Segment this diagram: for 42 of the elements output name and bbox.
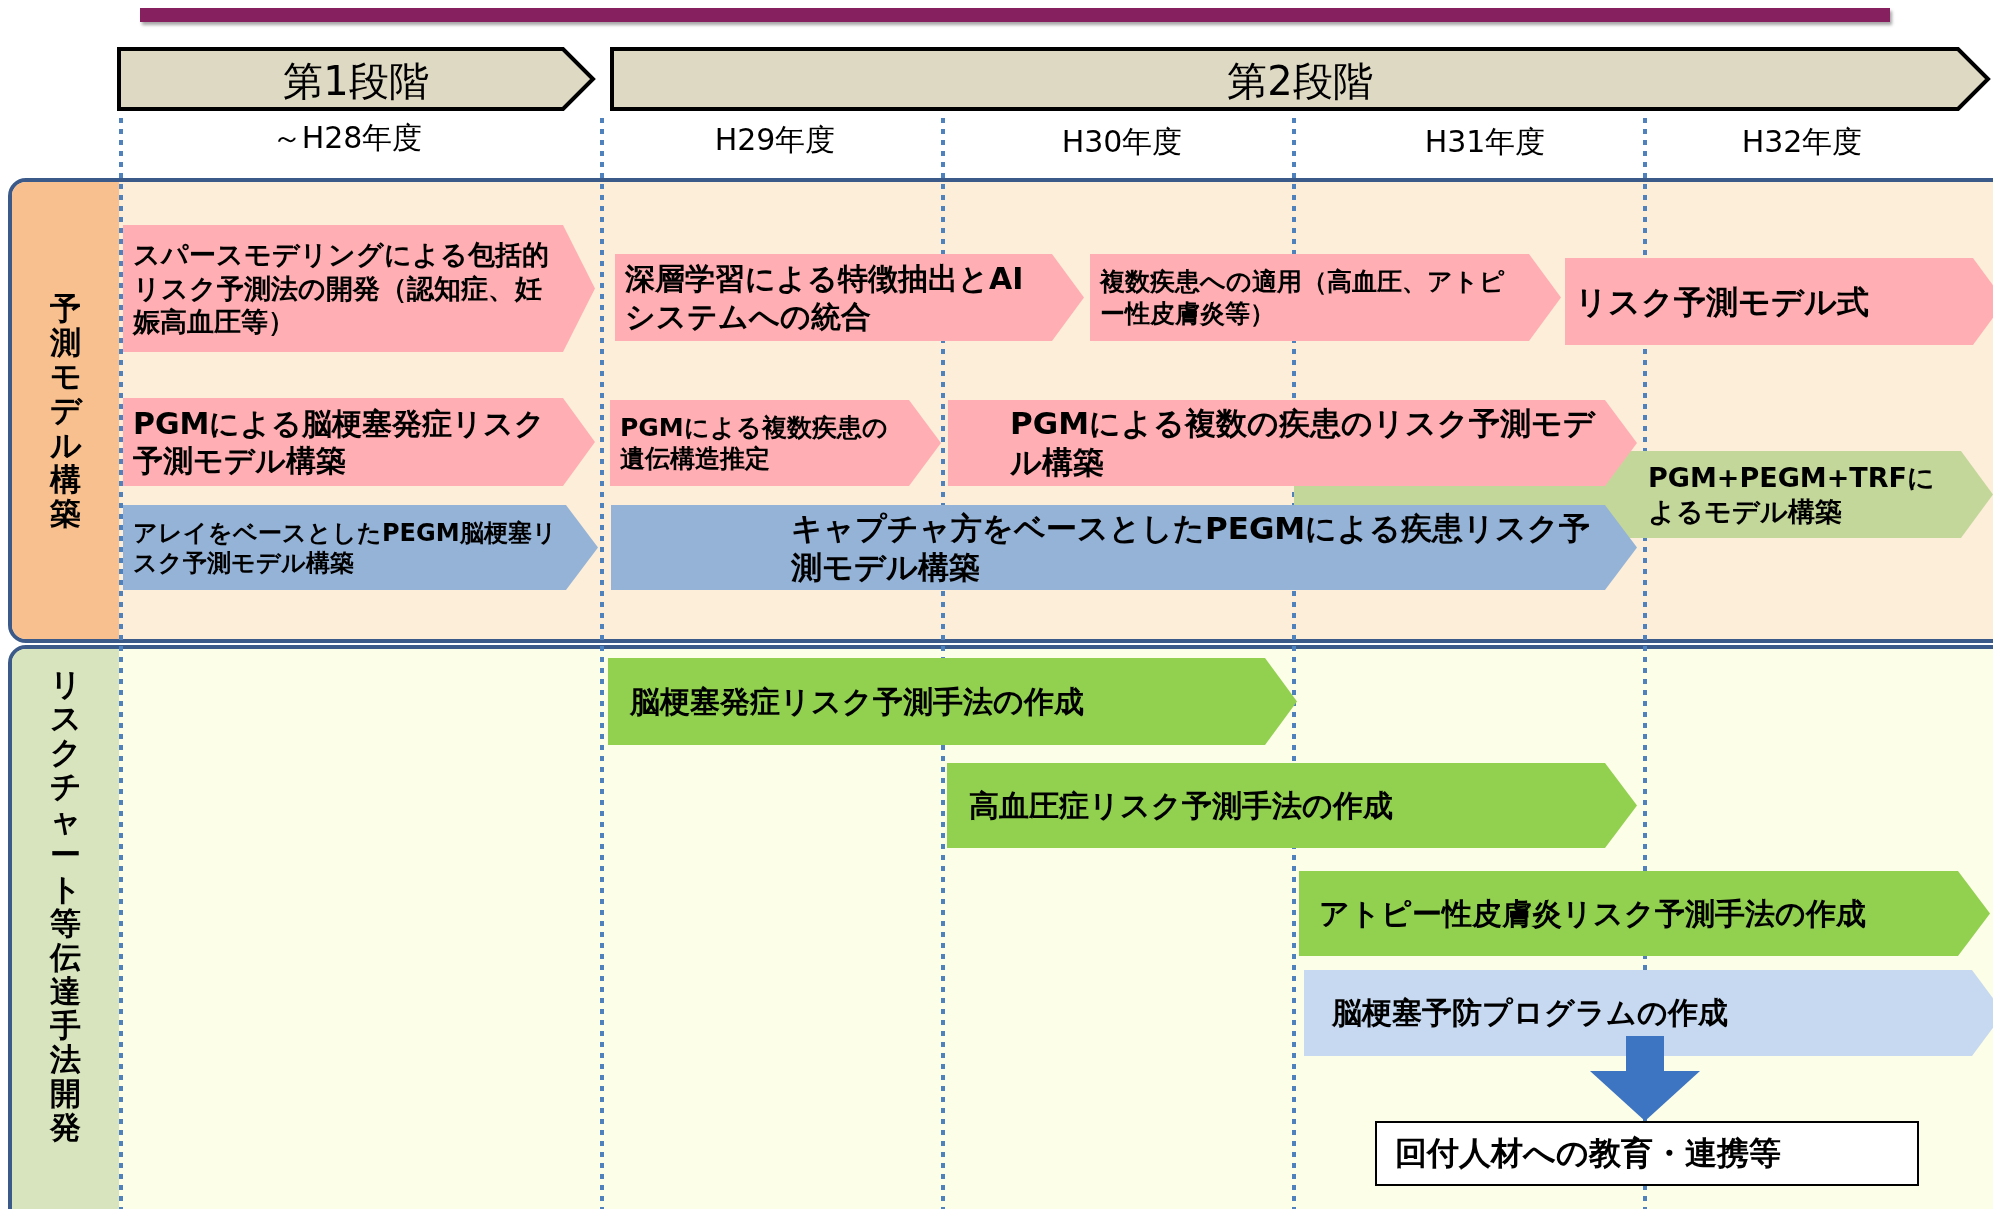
task-arrow-bar	[1299, 871, 1990, 956]
task-label: PGMによる複数疾患の遺伝構造推定	[620, 411, 889, 475]
year-label: H30年度	[1061, 123, 1183, 161]
task-arrow-bar	[123, 505, 598, 590]
section-title: 予測モデル構築	[50, 291, 81, 530]
task-label: 脳梗塞発症リスク予測手法の作成	[630, 682, 1084, 721]
phase-label: 第1段階	[283, 56, 429, 106]
task-label: 高血圧症リスク予測手法の作成	[969, 786, 1393, 825]
task-arrow-bar	[610, 400, 941, 486]
task-label: アトピー性皮膚炎リスク予測手法の作成	[1319, 894, 1866, 933]
outcome-label: 回付人材への教育・連携等	[1395, 1132, 1781, 1174]
task-label: 脳梗塞予防プログラムの作成	[1332, 994, 1728, 1032]
task-label: 複数疾患への適用（高血圧、アトピー性皮膚炎等）	[1100, 266, 1506, 329]
task-arrow-bar	[1090, 254, 1561, 341]
task-arrow-bar	[611, 505, 1637, 590]
phase-label: 第2段階	[1227, 56, 1373, 106]
task-label: 深層学習による特徴抽出とAIシステムへの統合	[625, 260, 1025, 335]
year-label: H29年度	[714, 121, 836, 159]
task-label: リスク予測モデル式	[1575, 281, 1869, 322]
task-arrow-bar	[615, 254, 1084, 341]
task-arrow-bar	[947, 763, 1637, 848]
task-label: スパースモデリングによる包括的リスク予測法の開発（認知症、妊娠高血圧等）	[133, 237, 550, 340]
task-label: キャプチャ方をベースとしたPEGMによる疾患リスク予測モデル構築	[791, 508, 1592, 587]
task-arrow-bar	[608, 658, 1297, 745]
section-band	[8, 645, 1993, 1209]
section-band	[8, 178, 1993, 643]
task-arrow-bar	[948, 400, 1637, 486]
year-label: ～H28年度	[271, 119, 423, 157]
phase-arrow	[117, 47, 595, 111]
year-label: H31年度	[1424, 123, 1546, 161]
task-arrow-bar	[123, 225, 595, 352]
task-label: アレイをベースとしたPEGM脳梗塞リスク予測モデル構築	[133, 517, 558, 578]
task-label: PGMによる複数の疾患のリスク予測モデル構築	[1010, 404, 1597, 482]
task-arrow-bar	[123, 398, 595, 486]
task-arrow-bar	[1565, 258, 1993, 345]
task-arrow-bar	[1304, 970, 1993, 1056]
section-title: リスクチャート等伝達手法開発	[50, 667, 81, 1145]
year-label: H32年度	[1741, 123, 1863, 161]
task-label: PGMによる脳梗塞発症リスク予測モデル構築	[133, 404, 547, 480]
task-label: PGM+PEGM+TRFによるモデル構築	[1648, 460, 1936, 529]
block-arrow	[1590, 1036, 1700, 1121]
outcome-box	[1375, 1121, 1919, 1186]
